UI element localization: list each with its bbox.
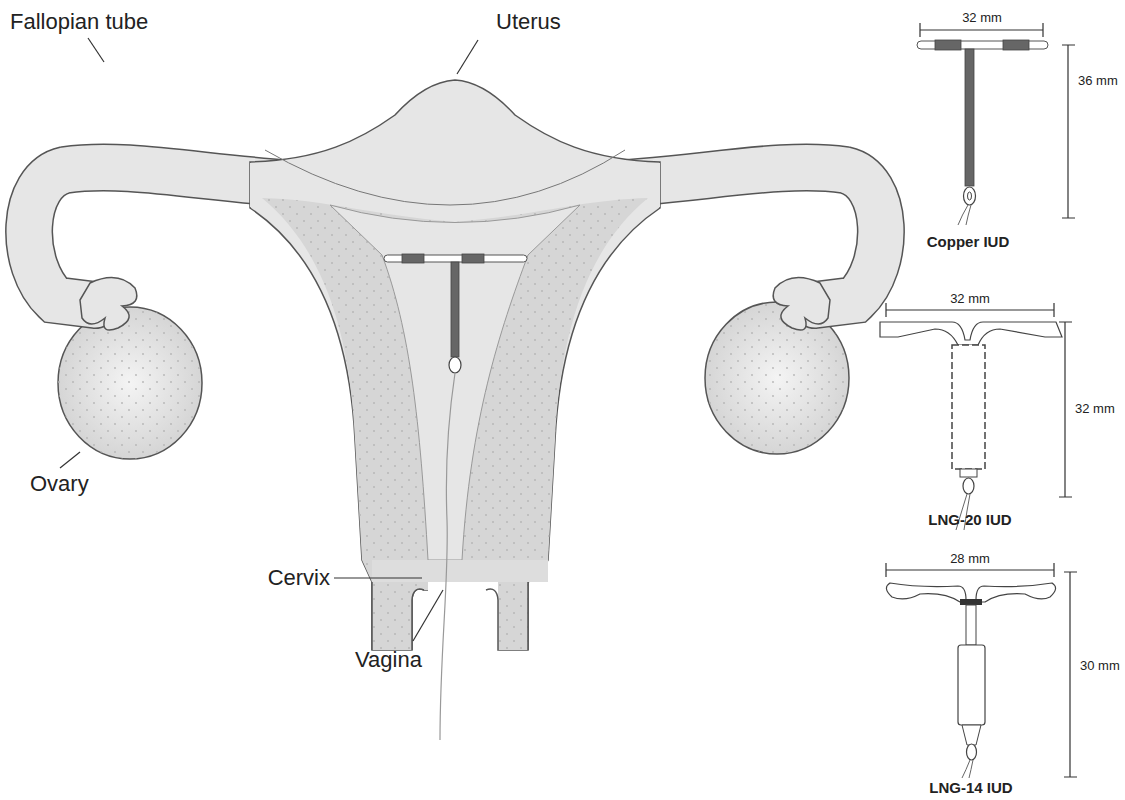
part-name: Uterus [496, 10, 561, 34]
dimension: 32 mm [1075, 402, 1115, 416]
device-name: LNG-20 IUD [928, 512, 1011, 529]
lng-14-iud [886, 563, 1077, 778]
uterus-body [250, 80, 660, 650]
uterine-cavity [330, 205, 580, 560]
part-name: Cervix [268, 566, 330, 590]
part-name: Vagina [355, 648, 422, 672]
leader-line [60, 38, 478, 641]
part-name: Fallopian tube [10, 10, 148, 34]
part-name: Ovary [30, 472, 89, 496]
device-name: LNG-14 IUD [929, 780, 1012, 797]
vaginal-canal [428, 582, 498, 650]
uterus-wall [262, 198, 648, 650]
device-name: Copper IUD [927, 234, 1010, 251]
dimension: 32 mm [948, 292, 992, 306]
dimension: 36 mm [1078, 74, 1118, 88]
dimension: 30 mm [1080, 659, 1120, 673]
dimension: 28 mm [948, 552, 992, 566]
dimension: 32 mm [960, 11, 1004, 25]
cervix [372, 560, 548, 582]
copper-iud [917, 23, 1075, 225]
lng-20-iud [880, 303, 1072, 530]
